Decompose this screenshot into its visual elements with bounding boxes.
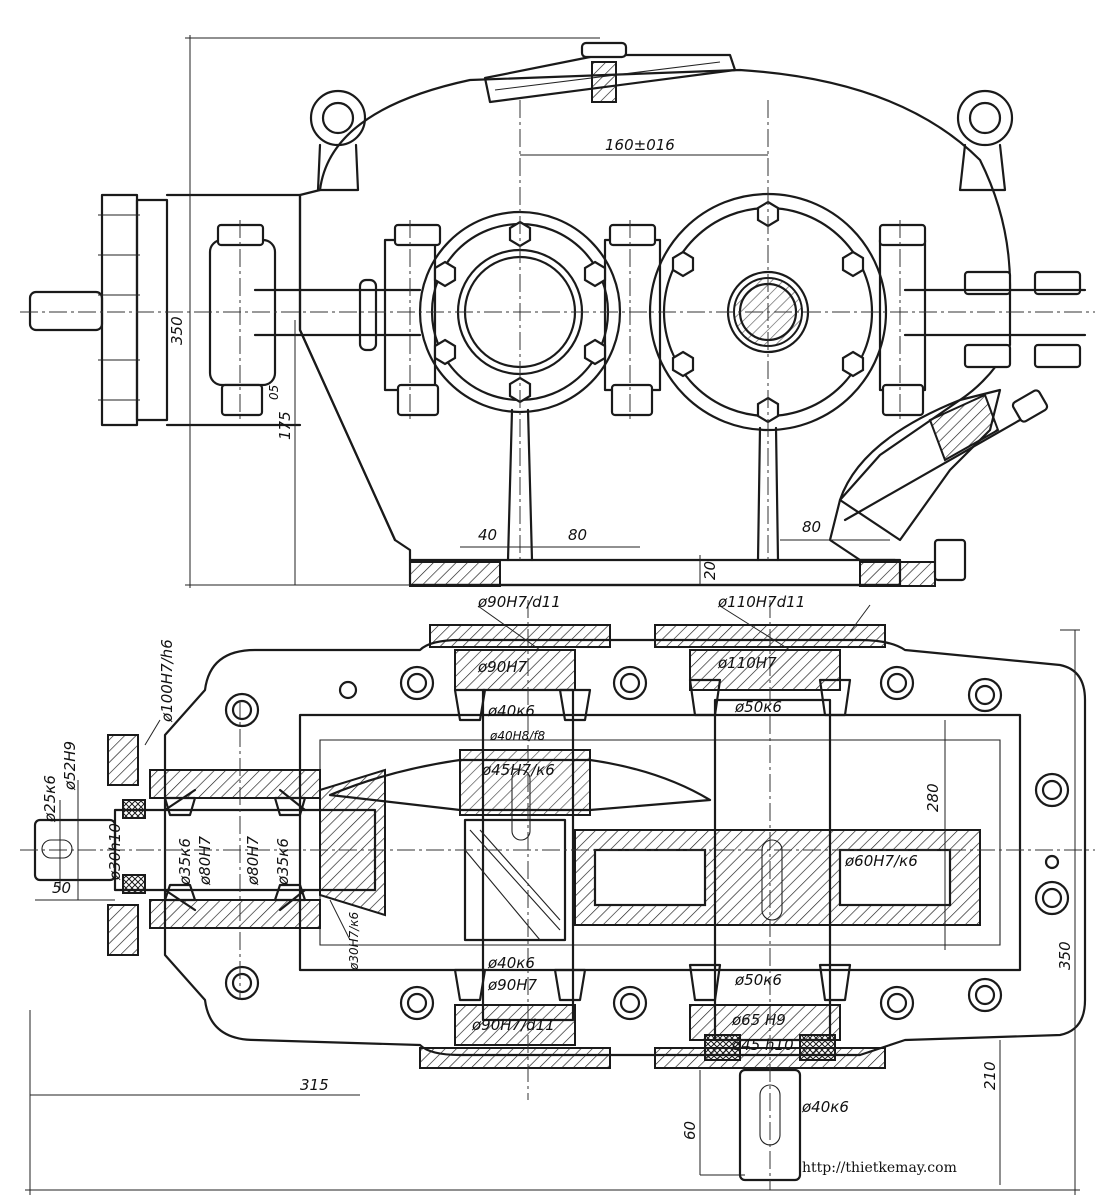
bearing-left-top bbox=[163, 788, 197, 817]
dim-350-right-label: 350 bbox=[1056, 941, 1074, 970]
input-flange-section-bot bbox=[107, 904, 139, 956]
breather-cap bbox=[580, 41, 628, 59]
dim-80b-label: 80 bbox=[802, 518, 821, 536]
shaft-35b-label: ø35к6 bbox=[274, 838, 292, 886]
center-distance-label: 160±016 bbox=[605, 136, 675, 154]
shaft-45-label: ø45 h10 bbox=[731, 1036, 794, 1054]
bearing-seat-br bbox=[689, 1004, 841, 1041]
shaft-40k6-bot: ø40к6 bbox=[487, 954, 535, 972]
shaft-35a-label: ø35к6 bbox=[176, 838, 194, 886]
input-flange-section-top bbox=[107, 734, 139, 786]
bearing-seat-tr bbox=[689, 649, 841, 691]
bore-65-label: ø65 H9 bbox=[731, 1011, 786, 1029]
bearing-housing-bot bbox=[149, 899, 321, 929]
bore-110-label: ø110H7 bbox=[717, 654, 777, 672]
housing-bolts bbox=[216, 223, 1082, 417]
dim-50-label: 50 bbox=[52, 879, 71, 897]
shaft-30h10-label: ø30h10 bbox=[106, 823, 124, 881]
keyway-output bbox=[761, 839, 783, 921]
leader-lines bbox=[144, 604, 871, 941]
lifting-eye-right bbox=[956, 89, 1014, 192]
oil-dipstick bbox=[843, 418, 1022, 522]
dim-40-label: 40 bbox=[478, 526, 497, 544]
bore-80b-label: ø80H7 bbox=[244, 835, 262, 886]
bearing-right-bot bbox=[273, 883, 307, 912]
bearing-left-bot bbox=[163, 883, 197, 912]
shaft-50k6-top: ø50к6 bbox=[734, 698, 782, 716]
bearing-right-top bbox=[273, 788, 307, 817]
fit-60-label: ø60H7/к6 bbox=[844, 852, 918, 870]
website-watermark: http://thietkemay.com bbox=[802, 1160, 957, 1176]
base-foot-left bbox=[409, 561, 501, 587]
shaft-50k6-bot: ø50к6 bbox=[734, 971, 782, 989]
bearing-seat-bl bbox=[454, 1004, 576, 1046]
roller-bearings bbox=[453, 678, 852, 1002]
flange-bolt-holes bbox=[224, 665, 1070, 1021]
fit-110-d11-top: ø110H7d11 bbox=[717, 593, 805, 611]
helical-pinion bbox=[463, 818, 567, 942]
output-gear-web bbox=[593, 848, 707, 907]
center-lines-bottom bbox=[20, 600, 1095, 1190]
input-shaft-stub bbox=[28, 290, 104, 332]
dimension-lines-top bbox=[185, 35, 890, 588]
shaft-52-label: ø52H9 bbox=[61, 741, 79, 791]
split-line bbox=[253, 288, 1087, 337]
lifting-eye-left bbox=[309, 89, 367, 192]
dim-20-label: 20 bbox=[701, 561, 719, 580]
shaft-40k6-top: ø40к6 bbox=[487, 702, 535, 720]
bore-80a-label: ø80H7 bbox=[196, 835, 214, 886]
oil-gauge-wall bbox=[928, 393, 1000, 462]
shaft-25-label: ø25к6 bbox=[41, 775, 59, 823]
height-175-label: 175 bbox=[276, 411, 294, 440]
rib-left bbox=[506, 408, 534, 562]
plan-section-view: ø90H7/d11 ø110H7d11 ø90H7 ø110H7 ø40к6 ø… bbox=[20, 593, 1095, 1195]
base-foot-right bbox=[859, 561, 936, 587]
inspection-cover bbox=[483, 53, 737, 104]
bearing-cap-bot-left bbox=[419, 1047, 611, 1069]
fit-90-d11-bot: ø90H7/d11 bbox=[471, 1016, 555, 1034]
dim-80-label: 80 bbox=[568, 526, 587, 544]
fit-45-k6-label: ø45H7/к6 bbox=[481, 761, 555, 779]
dipstick-handle bbox=[1011, 389, 1049, 423]
height-350-label: 350 bbox=[168, 316, 186, 345]
dim-60-label: 60 bbox=[681, 1121, 699, 1140]
breather-body bbox=[591, 61, 617, 103]
input-flange bbox=[100, 193, 139, 427]
bore-90-label: ø90H7 bbox=[477, 658, 528, 676]
input-seal-bot bbox=[122, 874, 146, 894]
dimension-lines-bottom bbox=[25, 629, 1080, 1195]
fit-30-label: ø30H7/к6 bbox=[347, 911, 361, 971]
fit-90-d11-top: ø90H7/d11 bbox=[477, 593, 561, 611]
fit-100-label: ø100H7/h6 bbox=[158, 639, 176, 723]
dim-210-label: 210 bbox=[981, 1061, 999, 1090]
flange-bolts bbox=[98, 214, 140, 401]
keyway-intermediate bbox=[511, 769, 531, 841]
center-lines-top bbox=[20, 100, 1095, 560]
bearing-housing-top bbox=[149, 769, 321, 799]
dim-315-label: 315 bbox=[300, 1076, 329, 1094]
dim-280-label: 280 bbox=[924, 783, 942, 812]
bearing-seat-tl bbox=[454, 649, 576, 691]
cover-bolts bbox=[433, 200, 865, 424]
bevel-pinion bbox=[319, 768, 386, 917]
bevel-gear-hub bbox=[459, 749, 591, 816]
elevation-view: 160±016 350 175 05 40 80 80 20 bbox=[20, 35, 1095, 588]
shaft-40k6-out: ø40к6 bbox=[801, 1098, 849, 1116]
drain-plug bbox=[933, 538, 967, 582]
fit-40-f8-label: ø40H8/f8 bbox=[489, 729, 546, 743]
tolerance-label: 05 bbox=[267, 385, 281, 400]
bore-90-bot: ø90H7 bbox=[487, 976, 538, 994]
rib-right bbox=[756, 426, 780, 562]
boss-center bbox=[603, 238, 662, 392]
